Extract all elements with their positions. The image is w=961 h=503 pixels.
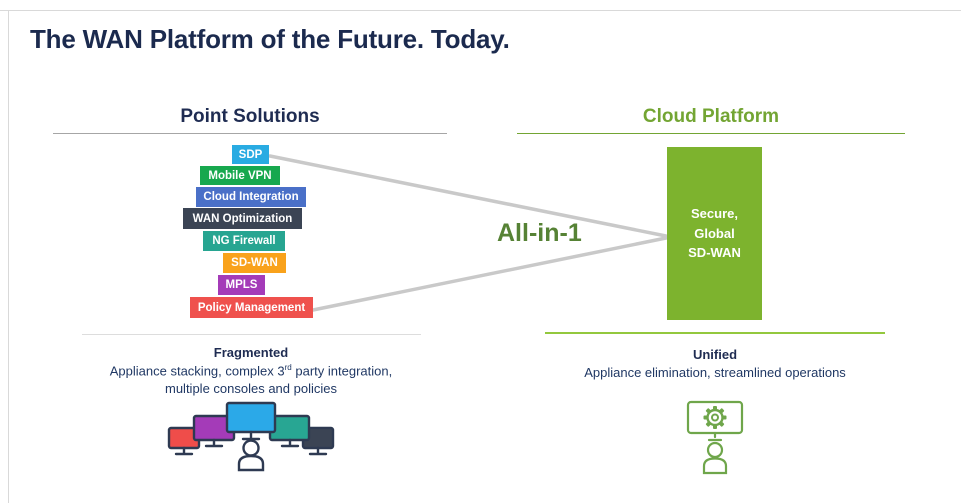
gear-console-admin-icon	[686, 400, 744, 475]
window-left-edge	[8, 10, 9, 503]
cloud-box-line: SD-WAN	[688, 245, 741, 261]
unified-title: Unified	[692, 347, 738, 362]
point-solutions-heading: Point Solutions	[180, 106, 320, 127]
stack-box-mpls: MPLS	[218, 275, 265, 295]
stack-box-sd-wan: SD-WAN	[223, 253, 286, 273]
multi-monitor-consoles-icon	[167, 401, 335, 472]
unified-line1: Appliance elimination, streamlined opera…	[584, 364, 846, 380]
fragmented-line1: Appliance stacking, complex 3rd party in…	[109, 362, 393, 379]
cloud-platform-heading: Cloud Platform	[642, 106, 780, 127]
window-top-edge	[0, 10, 961, 11]
unified-divider	[545, 332, 885, 334]
gear-icon	[703, 406, 727, 429]
fragmented-divider	[82, 334, 421, 335]
all-in-1-label: All-in-1	[497, 219, 582, 247]
secure-global-sdwan-box: Secure, Global SD-WAN	[667, 147, 762, 320]
point-solutions-underline	[53, 133, 447, 134]
stack-box-policy-management: Policy Management	[190, 297, 313, 318]
fragmented-line2: multiple consoles and policies	[165, 381, 337, 397]
cloud-platform-underline	[517, 133, 905, 134]
unified-summary: Unified Appliance elimination, streamlin…	[540, 346, 890, 382]
cloud-box-line: Secure,	[691, 206, 738, 222]
stack-box-ng-firewall: NG Firewall	[203, 231, 285, 251]
stack-box-sdp: SDP	[232, 145, 269, 164]
cloud-box-line: Global	[694, 225, 735, 241]
stack-box-cloud-integration: Cloud Integration	[196, 187, 306, 207]
slide-title: The WAN Platform of the Future. Today.	[30, 24, 510, 54]
stack-box-mobile-vpn: Mobile VPN	[200, 166, 280, 185]
fragmented-summary: Fragmented Appliance stacking, complex 3…	[55, 344, 447, 398]
fragmented-title: Fragmented	[213, 345, 289, 360]
stack-box-wan-optimization: WAN Optimization	[183, 208, 302, 229]
